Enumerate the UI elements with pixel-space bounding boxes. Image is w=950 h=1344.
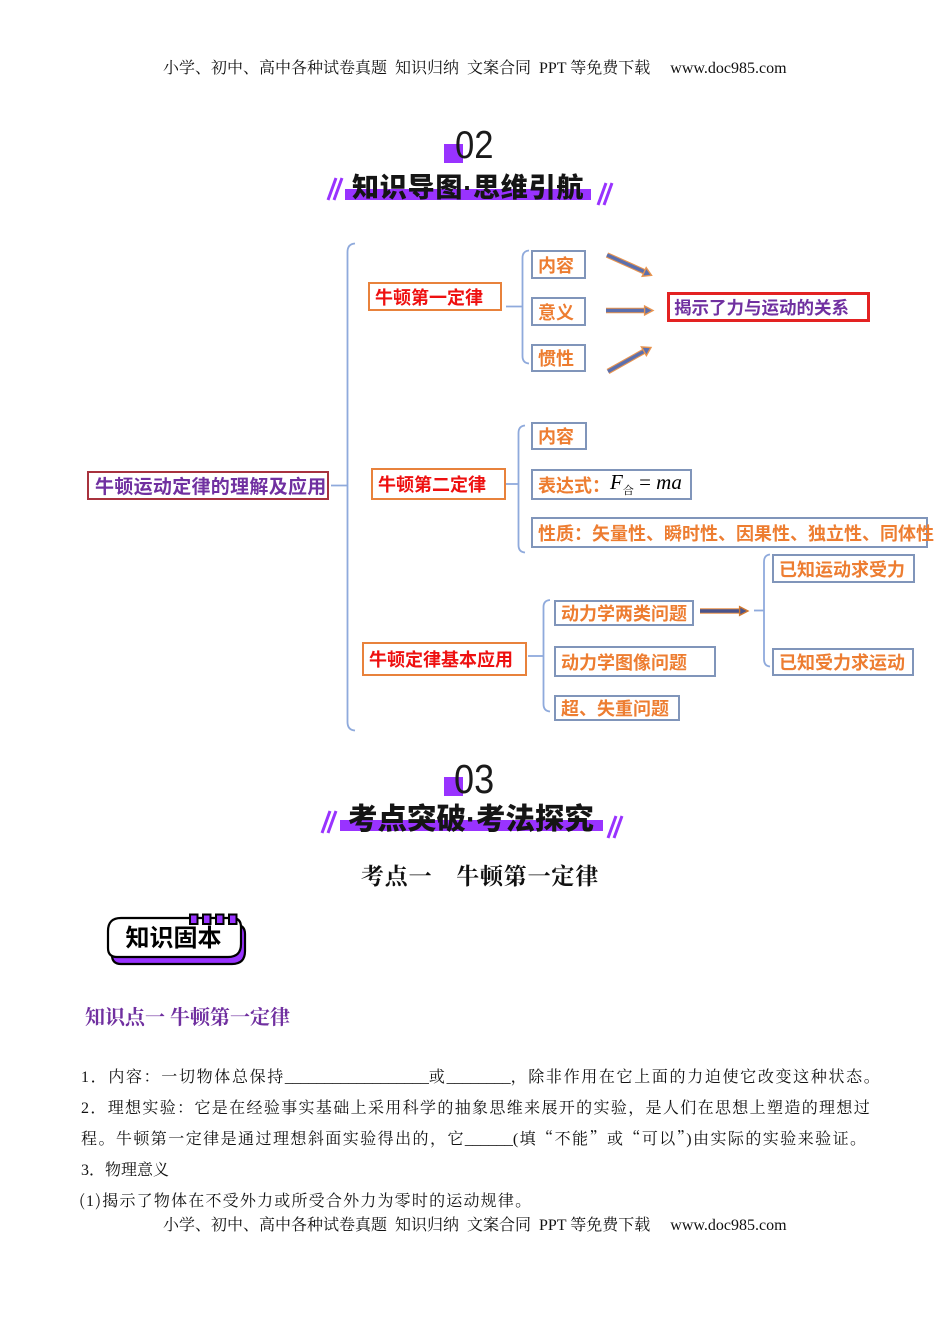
svg-text:知识固本: 知识固本 bbox=[126, 925, 222, 952]
